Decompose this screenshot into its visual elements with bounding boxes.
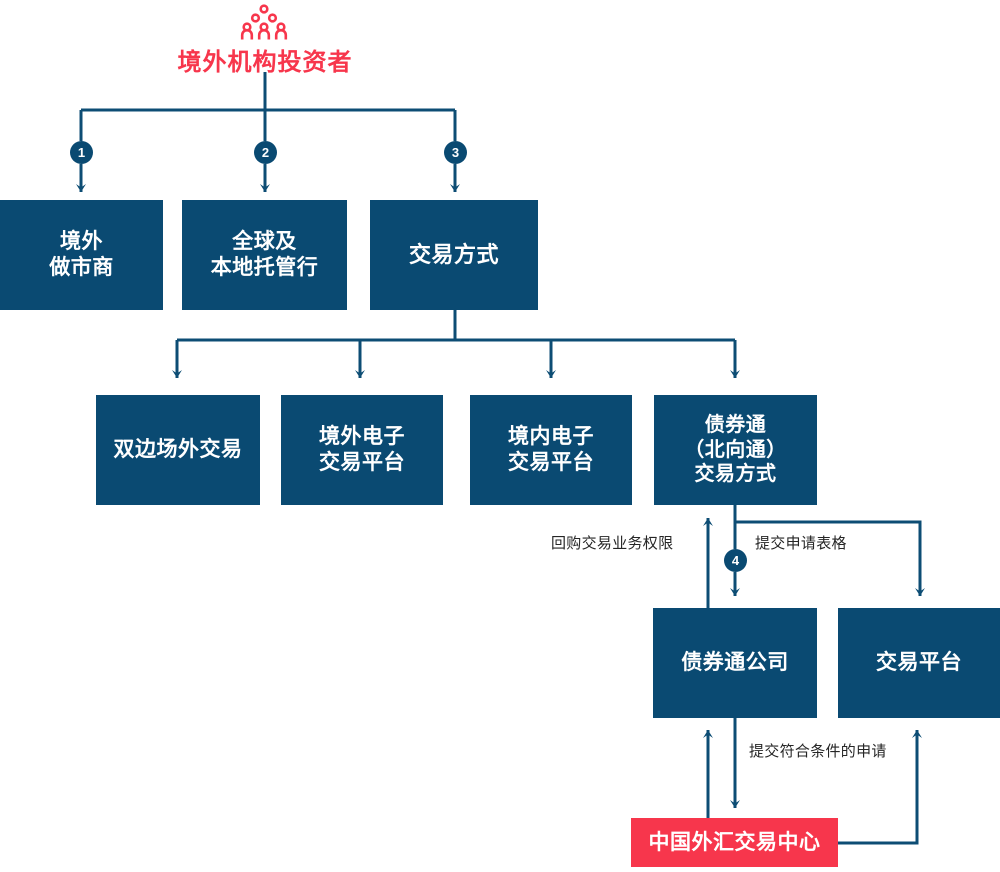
step-badge-3: 3	[444, 141, 467, 164]
node-bilateral-otc-trading[interactable]: 双边场外交易	[96, 395, 260, 505]
edge-label-repo-business-authority: 回购交易业务权限	[551, 535, 674, 552]
node-trading-method[interactable]: 交易方式	[370, 200, 538, 310]
node-offshore-e-trading-platform[interactable]: 境外电子 交易平台	[281, 395, 443, 505]
step-badge-4: 4	[724, 549, 747, 572]
page-title: 境外机构投资者	[177, 49, 353, 76]
step-badge-2: 2	[254, 141, 277, 164]
node-cfets[interactable]: 中国外汇交易中心	[631, 818, 838, 867]
node-bond-connect-northbound[interactable]: 债券通 （北向通） 交易方式	[654, 395, 817, 505]
node-trading-platform[interactable]: 交易平台	[838, 608, 1000, 718]
step-badge-1: 1	[70, 141, 93, 164]
node-bond-connect-company[interactable]: 债券通公司	[653, 608, 817, 718]
group-of-people-icon	[238, 4, 290, 40]
node-global-local-custodian[interactable]: 全球及 本地托管行	[182, 200, 347, 310]
edge-label-submit-application-form: 提交申请表格	[755, 535, 847, 552]
node-onshore-e-trading-platform[interactable]: 境内电子 交易平台	[470, 395, 632, 505]
edge-label-submit-qualified-application: 提交符合条件的申请	[749, 743, 887, 760]
node-overseas-market-maker[interactable]: 境外 做市商	[0, 200, 163, 310]
